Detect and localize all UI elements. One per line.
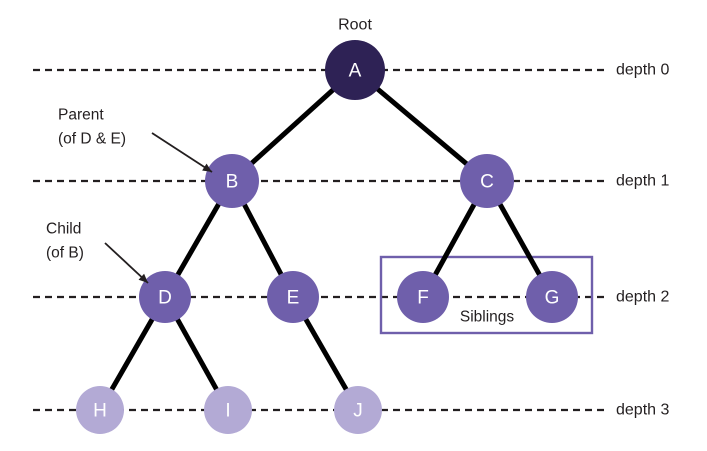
tree-node-F[interactable]: F	[397, 271, 449, 323]
depth-label-2: depth 2	[616, 289, 669, 306]
annotation-child-arrow	[104, 242, 149, 284]
node-circle-B	[205, 154, 259, 208]
tree-edge-D-I	[174, 316, 220, 393]
annotation-parent-line1: Parent	[58, 107, 104, 124]
node-label-D: D	[158, 288, 172, 309]
tree-node-B[interactable]: B	[205, 154, 259, 208]
annotation-parent-arrowhead-icon	[202, 163, 212, 172]
tree-edges-group	[108, 86, 543, 393]
node-circle-C	[460, 154, 514, 208]
node-label-G: G	[545, 288, 560, 309]
tree-node-D[interactable]: D	[139, 271, 191, 323]
annotations-group: Parent (of D & E) Child (of B)	[46, 107, 213, 284]
node-label-I: I	[225, 401, 230, 422]
tree-node-H[interactable]: H	[76, 386, 124, 434]
node-label-F: F	[417, 288, 429, 309]
annotation-parent-arrow	[151, 132, 213, 173]
labels-group: depth 0 depth 1 depth 2 depth 3 Root	[338, 17, 669, 419]
node-circle-H	[76, 386, 124, 434]
tree-edge-C-F	[432, 201, 478, 278]
tree-node-E[interactable]: E	[267, 271, 319, 323]
node-label-B: B	[226, 172, 239, 193]
tree-node-A[interactable]: A	[325, 40, 385, 100]
node-circle-E	[267, 271, 319, 323]
node-label-E: E	[287, 288, 300, 309]
node-circle-D	[139, 271, 191, 323]
annotation-parent-line2: (of D & E)	[58, 131, 126, 148]
siblings-caption: Siblings	[460, 309, 515, 326]
siblings-box-group	[379, 255, 594, 335]
tree-edge-B-E	[241, 201, 285, 277]
tree-nodes-group: A B C D E F G H I J Siblings	[76, 40, 578, 434]
depth-label-1: depth 1	[616, 173, 669, 190]
tree-edge-B-D	[174, 201, 222, 278]
tree-node-G[interactable]: G	[526, 271, 578, 323]
tree-node-J[interactable]: J	[334, 386, 382, 434]
node-circle-G	[526, 271, 578, 323]
tree-edge-C-G	[497, 201, 543, 278]
tree-edge-E-J	[302, 316, 350, 393]
siblings-box	[379, 255, 594, 335]
annotation-child-arrowhead-icon	[138, 273, 148, 283]
node-label-A: A	[349, 61, 362, 82]
node-circle-I	[204, 386, 252, 434]
tree-edge-A-C	[374, 86, 470, 167]
node-circle-A	[325, 40, 385, 100]
depth-label-3: depth 3	[616, 402, 669, 419]
annotation-child-line2: (of B)	[46, 245, 84, 262]
tree-edge-A-B	[248, 86, 336, 167]
tree-node-C[interactable]: C	[460, 154, 514, 208]
node-circle-J	[334, 386, 382, 434]
annotation-child-line1: Child	[46, 221, 81, 238]
node-label-J: J	[353, 401, 363, 422]
tree-node-I[interactable]: I	[204, 386, 252, 434]
root-label: Root	[338, 17, 372, 34]
node-label-C: C	[480, 172, 494, 193]
depth-label-0: depth 0	[616, 62, 669, 79]
node-label-H: H	[93, 401, 107, 422]
node-circle-F	[397, 271, 449, 323]
tree-edge-D-H	[108, 316, 156, 393]
